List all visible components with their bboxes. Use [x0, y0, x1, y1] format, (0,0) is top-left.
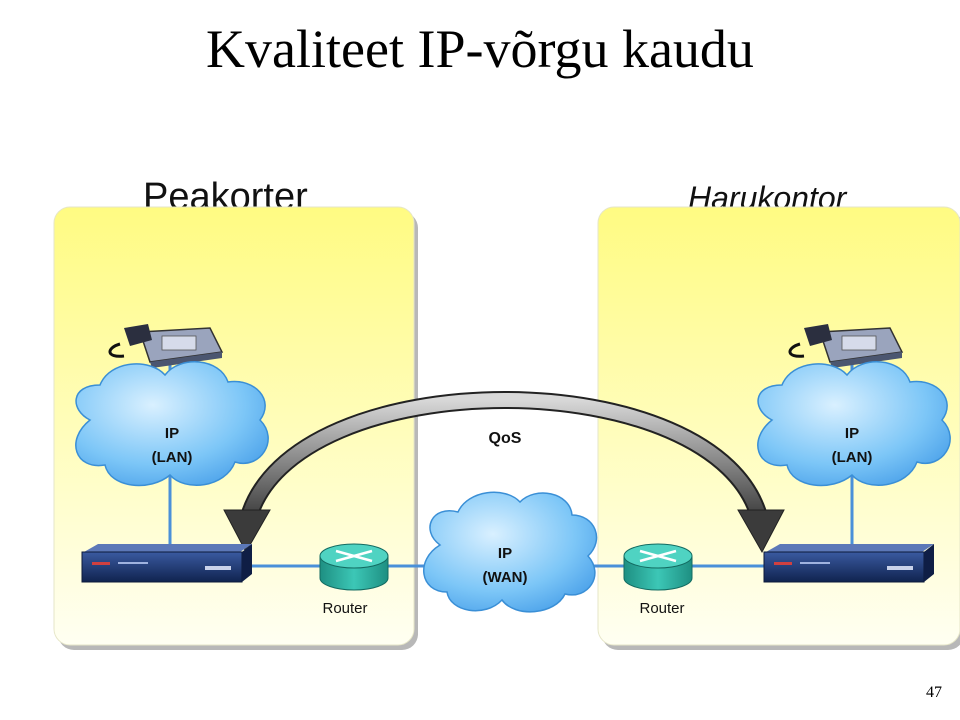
slide-title: Kvaliteet IP-võrgu kaudu: [206, 19, 754, 79]
hq-phone-icon: [108, 324, 224, 368]
hq-lan-label-line2: (LAN): [152, 449, 193, 466]
wan-label-line1: IP: [498, 545, 512, 562]
qos-label: QoS: [489, 430, 522, 447]
hq-pbx-device: [81, 544, 252, 583]
branch-lan-label-line1: IP: [845, 425, 859, 442]
branch-phone-icon: [788, 324, 904, 368]
hq-panel: [53, 206, 418, 650]
network-links: [168, 358, 854, 568]
branch-lan-label-line2: (LAN): [832, 449, 873, 466]
right-router-icon: [623, 543, 693, 591]
hq-lan-label-line1: IP: [165, 425, 179, 442]
branch-pbx-device: [763, 544, 934, 583]
left-router-label: Router: [322, 600, 367, 617]
hq-site-label: Peakorter: [143, 176, 308, 218]
right-router-label: Router: [639, 600, 684, 617]
wan-cloud: [423, 491, 598, 613]
branch-site-label: Harukontor: [688, 180, 847, 216]
qos-arrow: [223, 391, 785, 554]
branch-panel: [597, 206, 960, 650]
hq-lan-cloud: [75, 361, 269, 487]
branch-lan-cloud: [757, 361, 951, 487]
wan-label-line2: (WAN): [483, 569, 528, 586]
page-number: 47: [926, 684, 942, 701]
left-router-icon: [319, 543, 389, 591]
